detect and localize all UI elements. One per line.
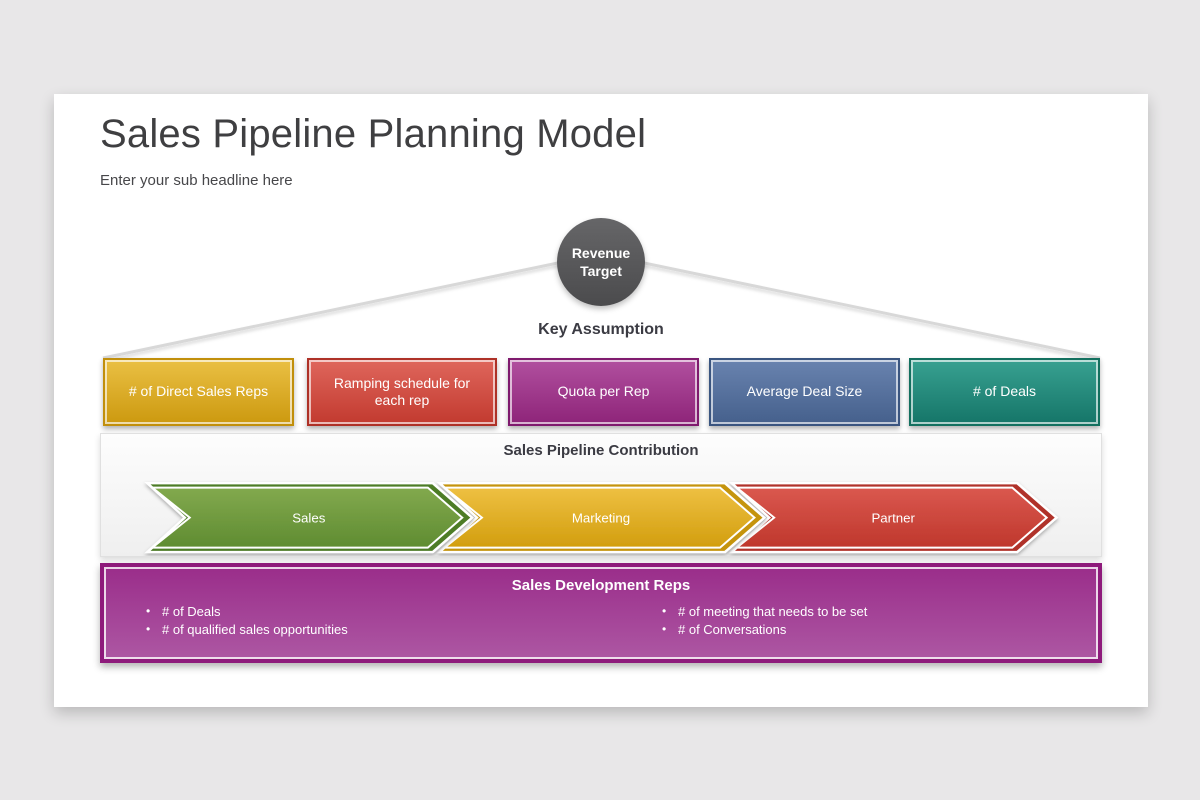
bullet-text: # of Conversations [678, 621, 787, 637]
sales-arrow-label: Sales [292, 511, 326, 526]
assumption-box-label: # of Deals [972, 383, 1037, 400]
sales-development-reps-title: Sales Development Reps [511, 577, 691, 594]
marketing-arrow: Marketing [436, 481, 767, 554]
list-item: • # of Deals [146, 603, 348, 621]
bullet-icon: • [662, 604, 667, 618]
list-item: • # of Conversations [662, 621, 867, 639]
page-title: Sales Pipeline Planning Model [100, 112, 647, 156]
partner-arrow: Partner [728, 481, 1059, 554]
contribution-arrows: Partner Marketing Sales [144, 481, 1059, 554]
marketing-arrow-fill [441, 486, 756, 549]
bullet-text: # of qualified sales opportunities [162, 621, 348, 637]
pipeline-contribution-panel: Sales Pipeline Contribution [100, 433, 1102, 557]
assumption-box-quota-per-rep: Quota per Rep [508, 358, 699, 426]
assumption-box-label: Ramping schedule for each rep [333, 374, 471, 409]
list-item: • # of qualified sales opportunities [146, 621, 348, 639]
bullet-icon: • [146, 604, 151, 618]
assumption-box-label: Quota per Rep [557, 383, 650, 400]
partner-arrow-label: Partner [871, 511, 915, 526]
assumption-box-label: # of Direct Sales Reps [128, 383, 269, 400]
sales-arrow: Sales [144, 481, 474, 554]
assumption-box-ramping-schedule: Ramping schedule for each rep [307, 358, 497, 426]
marketing-arrow-label: Marketing [572, 511, 630, 526]
assumption-box-average-deal-size: Average Deal Size [709, 358, 900, 426]
revenue-target-line1: Revenue [571, 245, 631, 261]
revenue-target-line2: Target [580, 263, 622, 279]
bullet-icon: • [146, 621, 151, 636]
sdr-bullets-right: • # of meeting that needs to be set • # … [662, 603, 867, 638]
pipeline-contribution-title: Sales Pipeline Contribution [503, 442, 699, 459]
bullet-text: # of Deals [162, 604, 221, 619]
assumption-box-label: Average Deal Size [746, 383, 863, 400]
bullet-icon: • [662, 621, 667, 636]
revenue-target-node: Revenue Target [557, 218, 645, 306]
page-subtitle: Enter your sub headline here [100, 172, 293, 189]
sales-development-reps-panel: Sales Development Reps • # of Deals • # … [100, 563, 1102, 663]
assumption-box-number-of-deals: # of Deals [909, 358, 1100, 426]
partner-arrow-fill [733, 486, 1049, 549]
sales-arrow-fill [149, 486, 464, 549]
sdr-bullets-left: • # of Deals • # of qualified sales oppo… [146, 603, 348, 638]
list-item: • # of meeting that needs to be set [662, 603, 867, 621]
bullet-text: # of meeting that needs to be set [678, 604, 868, 619]
key-assumption-label: Key Assumption [538, 321, 664, 338]
slide: Sales Pipeline Planning Model Enter your… [54, 94, 1148, 707]
assumption-box-direct-sales-reps: # of Direct Sales Reps [103, 358, 294, 426]
